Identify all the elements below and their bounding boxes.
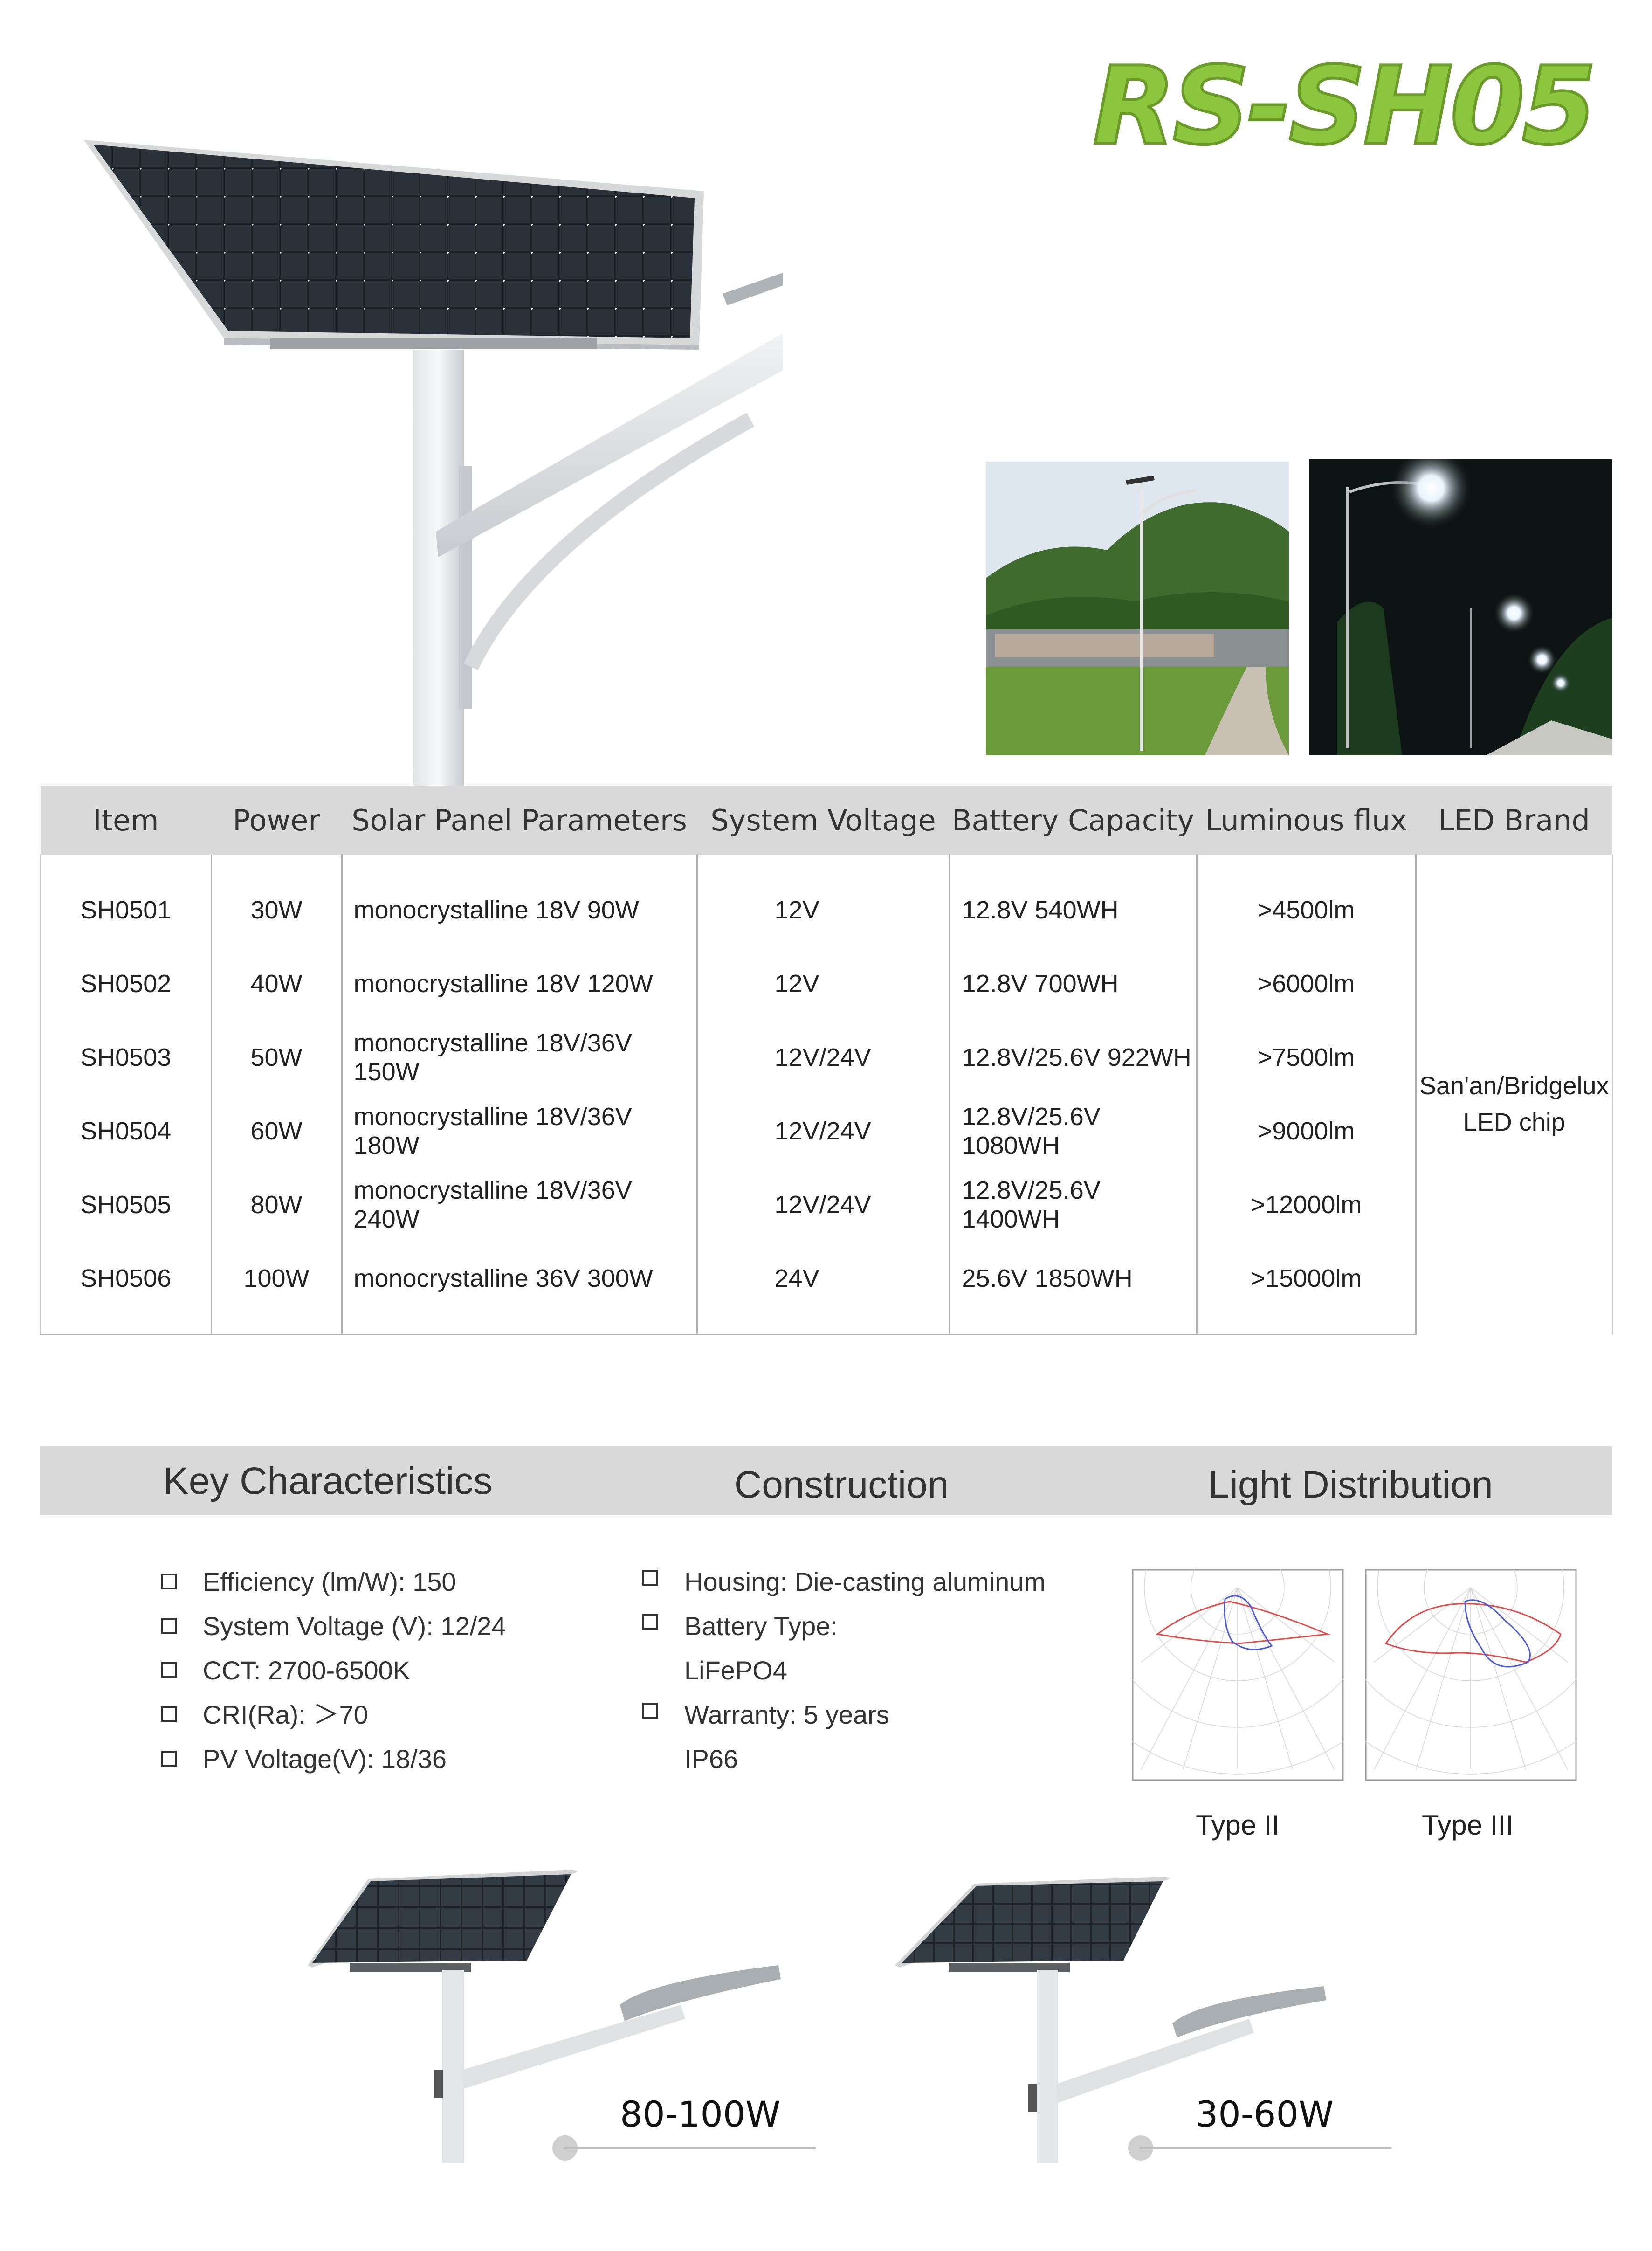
cell-system-voltage: 12V/24V [696, 1168, 950, 1242]
cell-led-brand: San'an/Bridgelux LED chip [1415, 855, 1613, 1335]
variant-small-line [1140, 2147, 1391, 2149]
checkbox-square-icon [161, 1751, 177, 1767]
cell-item: SH0503 [40, 1021, 211, 1094]
checkbox-square-icon [161, 1574, 177, 1589]
cell-power: 30W [210, 855, 342, 947]
list-item: CRI(Ra): ＞70 [161, 1692, 506, 1737]
header-power: Power [211, 786, 342, 855]
table-row: SH0501 30W monocrystalline 18V 90W 12V 1… [40, 855, 1613, 1335]
cell-luminous-flux: >7500lm [1196, 1021, 1416, 1094]
list-item: Warranty: 5 years [642, 1692, 1046, 1737]
cell-battery: 12.8V/25.6V 922WH [949, 1021, 1197, 1094]
section-key-characteristics: Key Characteristics [163, 1460, 493, 1502]
cell-battery: 12.8V 540WH [949, 855, 1197, 947]
checkbox-square-icon [161, 1662, 177, 1678]
table-row: SH0506 100W monocrystalline 36V 300W 24V… [40, 1242, 1612, 1335]
cell-system-voltage: 12V/24V [696, 1094, 950, 1168]
cell-system-voltage: 12V [696, 855, 950, 947]
cell-item: SH0504 [40, 1094, 211, 1168]
header-item: Item [41, 786, 211, 855]
checkbox-square-icon [642, 1570, 658, 1586]
list-item: System Voltage (V): 12/24 [161, 1604, 506, 1648]
table-row: SH0503 50W monocrystalline 18V/36V 150W … [40, 1021, 1612, 1094]
cell-luminous-flux: >9000lm [1196, 1094, 1416, 1168]
cell-battery: 25.6V 1850WH [949, 1242, 1197, 1335]
header-battery: Battery Capacity [950, 786, 1197, 855]
table-header-row: Item Power Solar Panel Parameters System… [41, 786, 1612, 855]
cell-solar-panel: monocrystalline 18V/36V 180W [341, 1094, 697, 1168]
cell-solar-panel: monocrystalline 18V 120W [341, 947, 697, 1021]
nighttime-illumination-photo [1309, 459, 1612, 755]
type-iii-polar-diagram [1365, 1569, 1577, 1781]
cell-system-voltage: 12V [696, 947, 950, 1021]
cell-luminous-flux: >6000lm [1196, 947, 1416, 1021]
cell-luminous-flux: >12000lm [1196, 1168, 1416, 1242]
section-light-distribution: Light Distribution [1208, 1464, 1493, 1506]
cell-power: 80W [210, 1168, 342, 1242]
variant-large-line [564, 2147, 816, 2149]
hero-street-light-illustration [84, 140, 783, 788]
list-item: PV Voltage(V): 18/36 [161, 1737, 506, 1781]
cell-solar-panel: monocrystalline 18V/36V 150W [341, 1021, 697, 1094]
table-row: SH0504 60W monocrystalline 18V/36V 180W … [40, 1094, 1612, 1168]
daytime-installation-photo [986, 462, 1289, 755]
table-row: SH0502 40W monocrystalline 18V 120W 12V … [40, 947, 1612, 1021]
list-item: Battery Type: [642, 1604, 1046, 1648]
cell-system-voltage: 24V [696, 1242, 950, 1335]
list-item: Efficiency (lm/W): 150 [161, 1560, 506, 1604]
cell-power: 40W [210, 947, 342, 1021]
small-variant-illustration [895, 1877, 1326, 2163]
cell-solar-panel: monocrystalline 18V/36V 240W [341, 1168, 697, 1242]
led-brand-line1: San'an/Bridgelux [1419, 1071, 1609, 1100]
construction-list: Housing: Die-casting aluminum Battery Ty… [642, 1560, 1046, 1781]
specification-table: Item Power Solar Panel Parameters System… [40, 786, 1613, 1335]
cell-item: SH0502 [40, 947, 211, 1021]
header-solar-panel: Solar Panel Parameters [342, 786, 697, 855]
type-iii-label: Type III [1422, 1809, 1514, 1841]
large-variant-illustration [308, 1870, 781, 2163]
cell-battery: 12.8V/25.6V 1400WH [949, 1168, 1197, 1242]
list-item: CCT: 2700-6500K [161, 1648, 506, 1692]
cell-power: 60W [210, 1094, 342, 1168]
cell-battery: 12.8V/25.6V 1080WH [949, 1094, 1197, 1168]
cell-power: 100W [210, 1242, 342, 1335]
checkbox-square-icon [161, 1706, 177, 1722]
section-construction: Construction [734, 1464, 949, 1506]
cell-luminous-flux: >15000lm [1196, 1242, 1416, 1335]
cell-luminous-flux: >4500lm [1196, 855, 1416, 947]
type-ii-label: Type II [1196, 1809, 1280, 1841]
header-luminous-flux: Luminous flux [1197, 786, 1416, 855]
header-led-brand: LED Brand [1416, 786, 1612, 855]
list-item: Housing: Die-casting aluminum [642, 1560, 1046, 1604]
checkbox-square-icon [642, 1614, 658, 1630]
checkbox-square-icon [642, 1703, 658, 1719]
cell-item: SH0501 [40, 855, 211, 947]
model-title: RS-SH05 [1092, 43, 1598, 170]
cell-system-voltage: 12V/24V [696, 1021, 950, 1094]
list-item: LiFePO4 [684, 1656, 787, 1685]
cell-solar-panel: monocrystalline 18V 90W [341, 855, 697, 947]
list-item: IP66 [684, 1744, 738, 1774]
cell-item: SH0505 [40, 1168, 211, 1242]
cell-power: 50W [210, 1021, 342, 1094]
table-row: SH0505 80W monocrystalline 18V/36V 240W … [40, 1168, 1612, 1242]
cell-item: SH0506 [40, 1242, 211, 1335]
variant-large-label: 80-100W [620, 2093, 781, 2135]
led-brand-line2: LED chip [1463, 1108, 1565, 1136]
type-ii-polar-diagram [1132, 1569, 1344, 1781]
header-system-voltage: System Voltage [697, 786, 950, 855]
features-header-band [40, 1446, 1612, 1515]
key-characteristics-list: Efficiency (lm/W): 150 System Voltage (V… [161, 1560, 506, 1781]
checkbox-square-icon [161, 1618, 177, 1634]
cell-solar-panel: monocrystalline 36V 300W [341, 1242, 697, 1335]
variant-small-label: 30-60W [1196, 2093, 1334, 2135]
cell-battery: 12.8V 700WH [949, 947, 1197, 1021]
